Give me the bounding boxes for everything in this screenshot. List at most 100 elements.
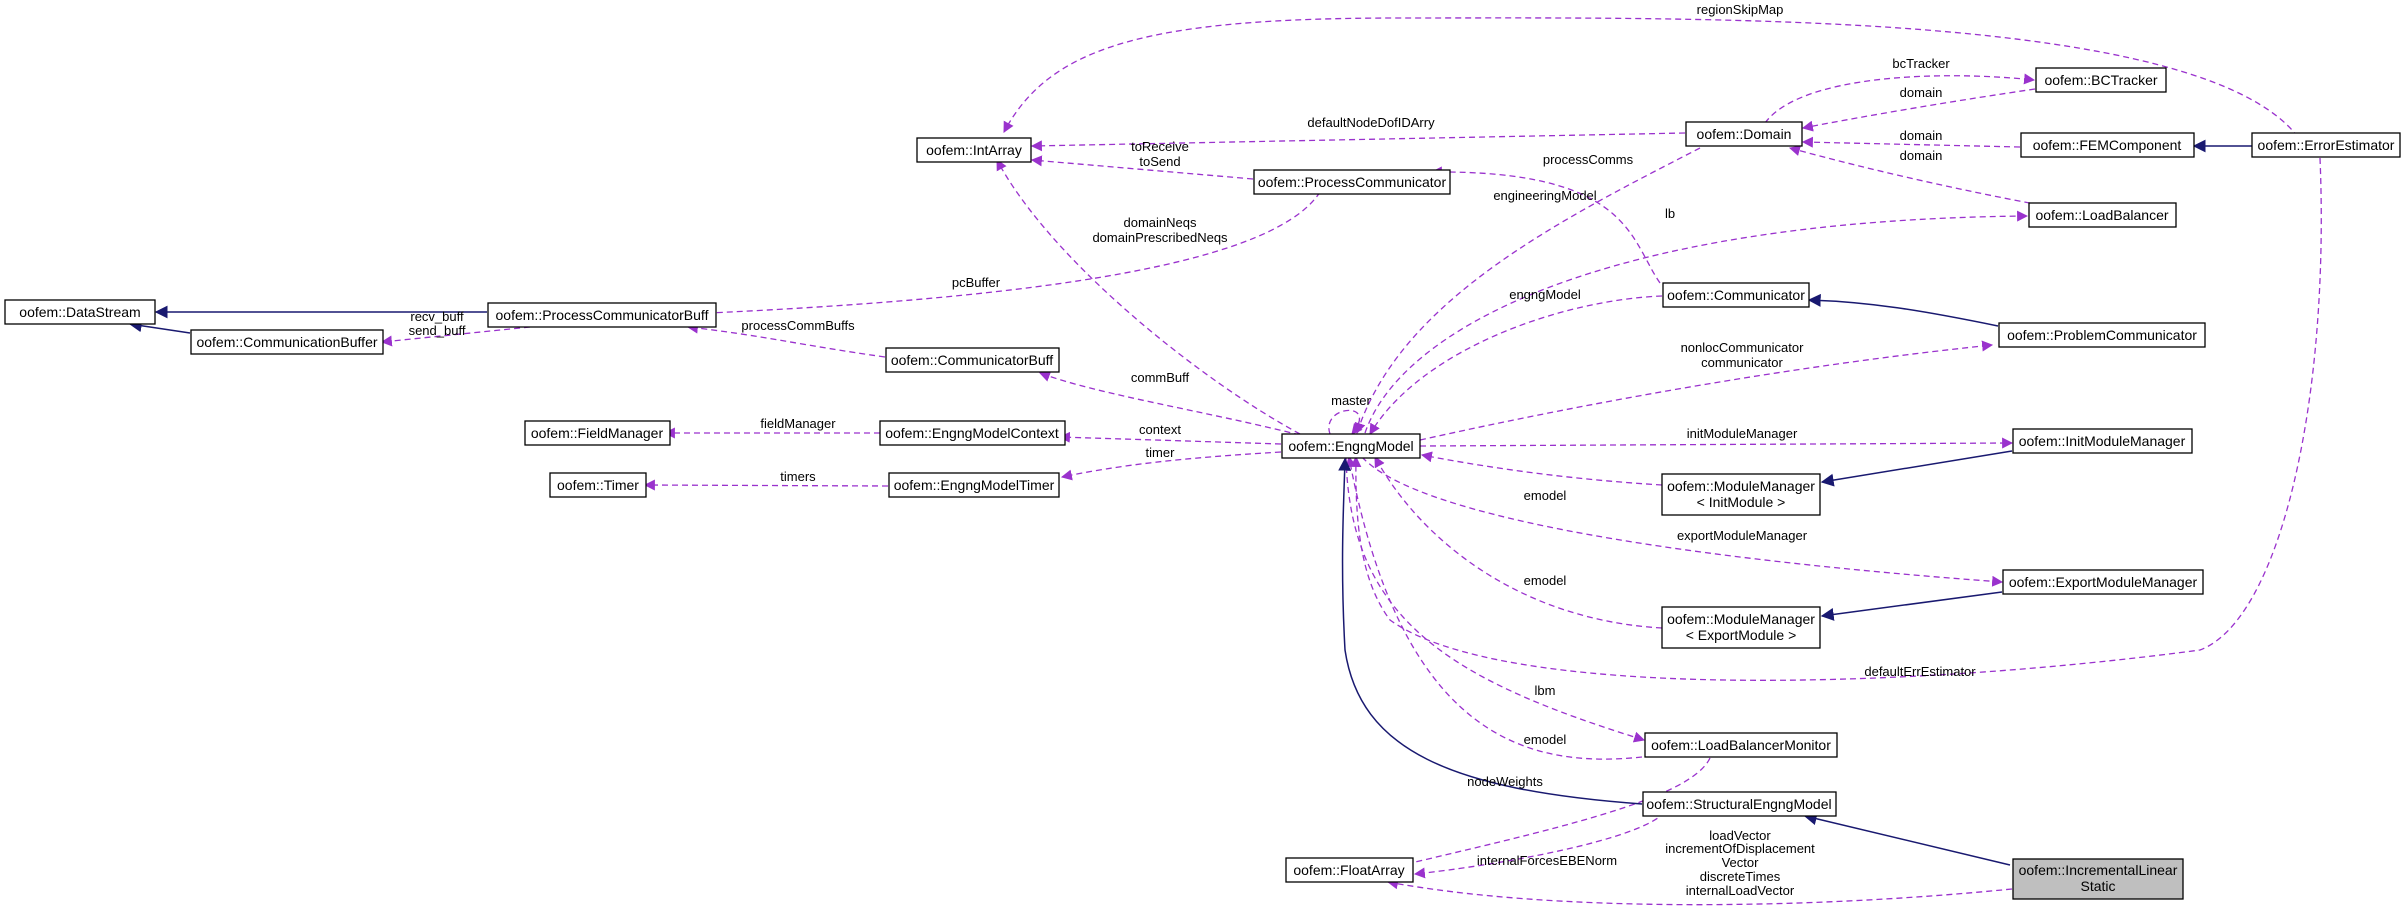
class-node-domain[interactable]: oofem::Domain [1685, 121, 1803, 147]
class-node-label: oofem::EngngModelContext [885, 425, 1059, 441]
class-node-label: < ExportModule > [1686, 627, 1797, 643]
edge-label-lbm: lbm [1535, 683, 1556, 698]
edge-label-defaultNodeDofIDArry: defaultNodeDofIDArry [1307, 115, 1435, 130]
class-node-label: oofem::Timer [557, 477, 639, 493]
class-node-label: oofem::FloatArray [1293, 862, 1404, 878]
edge-inh-structural-incremental [1803, 812, 2011, 866]
class-node-label: oofem::ModuleManager [1667, 478, 1815, 494]
edge-lb [1364, 210, 2029, 434]
class-node-initmodulemanager[interactable]: oofem::InitModuleManager [2012, 428, 2193, 454]
class-node-label: Static [2080, 878, 2115, 894]
edge-emodel1 [1420, 451, 1663, 486]
edge-label-internalLoadVector: internalLoadVector [1686, 883, 1795, 898]
edge-label-timer: timer [1146, 445, 1176, 460]
class-node-label: oofem::IncrementalLinear [2019, 862, 2178, 878]
edge-label-toReceive: toReceive [1131, 139, 1189, 154]
edge-label-domain: domain [1900, 148, 1943, 163]
class-node-engngmodel[interactable]: oofem::EngngModel [1281, 433, 1421, 459]
class-node-modulemanager-initmodule[interactable]: oofem::ModuleManager < InitModule > [1661, 473, 1821, 516]
edge-inh-modulemgr-export [1820, 591, 2003, 621]
class-node-fieldmanager[interactable]: oofem::FieldManager [524, 420, 671, 446]
edge-label-discreteTimes: discreteTimes [1700, 869, 1781, 884]
edge-emodel2 [1374, 456, 1663, 629]
class-node-modulemanager-exportmodule[interactable]: oofem::ModuleManager < ExportModule > [1661, 606, 1821, 649]
class-node-label: oofem::DataStream [19, 304, 140, 320]
edge-label-internalForcesEBENorm: internalForcesEBENorm [1477, 853, 1617, 868]
class-node-label: oofem::CommunicationBuffer [196, 334, 377, 350]
edge-label-defaultErrEstimator: defaultErrEstimator [1864, 664, 1976, 679]
class-node-engngmodelcontext[interactable]: oofem::EngngModelContext [879, 420, 1066, 446]
edge-engngModel [1369, 295, 1663, 435]
edge-bcTracker [1764, 73, 2036, 124]
class-node-intarray[interactable]: oofem::IntArray [916, 137, 1032, 163]
class-node-floatarray[interactable]: oofem::FloatArray [1285, 857, 1414, 883]
edge-inh-modulemgr-init [1820, 450, 2013, 487]
edge-label-engngModel: engngModel [1509, 287, 1581, 302]
class-node-errorestimator[interactable]: oofem::ErrorEstimator [2251, 132, 2401, 158]
class-node-processcommunicator[interactable]: oofem::ProcessCommunicator [1253, 169, 1451, 195]
class-node-problemcommunicator[interactable]: oofem::ProblemCommunicator [1998, 322, 2206, 348]
edge-initModuleManager [1419, 437, 2014, 449]
edge-label-send_buff: send_buff [409, 323, 466, 338]
class-node-label: oofem::EngngModel [1288, 438, 1413, 454]
edge-label-domain: domain [1900, 85, 1943, 100]
class-node-label: oofem::ProblemCommunicator [2007, 327, 2197, 343]
edge-label-master: master [1331, 393, 1371, 408]
class-node-datastream[interactable]: oofem::DataStream [4, 299, 156, 325]
edge-inh-communicator-problem [1807, 293, 1999, 327]
class-node-engngmodeltimer[interactable]: oofem::EngngModelTimer [888, 472, 1060, 498]
class-node-label: oofem::ModuleManager [1667, 611, 1815, 627]
class-node-label: oofem::LoadBalancerMonitor [1651, 737, 1831, 753]
edge-incremental-vectors [1386, 878, 2013, 906]
class-node-loadbalancer[interactable]: oofem::LoadBalancer [2028, 202, 2177, 228]
class-node-communicationbuffer[interactable]: oofem::CommunicationBuffer [190, 329, 384, 355]
class-node-label: oofem::ExportModuleManager [2009, 574, 2198, 590]
class-node-label: oofem::CommunicatorBuff [891, 352, 1053, 368]
edge-defaultErrEstimator [1350, 157, 2322, 681]
edge-label-domainNeqs: domainNeqs [1124, 215, 1197, 230]
class-node-label: oofem::LoadBalancer [2035, 207, 2168, 223]
edge-label-emodel: emodel [1524, 732, 1567, 747]
class-node-label: oofem::EngngModelTimer [894, 477, 1055, 493]
class-node-label: < InitModule > [1697, 494, 1786, 510]
class-node-bctracker[interactable]: oofem::BCTracker [2035, 67, 2167, 93]
edge-label-emodel: emodel [1524, 488, 1567, 503]
edge-label-toSend: toSend [1139, 154, 1180, 169]
edge-nodeWeights [1388, 757, 1711, 872]
class-node-label: oofem::InitModuleManager [2019, 433, 2186, 449]
edge-processComms [1430, 166, 1661, 284]
edge-label-commBuff: commBuff [1131, 370, 1190, 385]
edge-label-fieldManager: fieldManager [760, 416, 836, 431]
class-node-label: oofem::FieldManager [531, 425, 664, 441]
edge-recv-send [380, 326, 531, 347]
class-node-femcomponent[interactable]: oofem::FEMComponent [2020, 132, 2195, 158]
class-node-label: oofem::Communicator [1667, 287, 1805, 303]
edge-timer [1060, 451, 1282, 481]
edge-label-domain: domain [1900, 128, 1943, 143]
edge-inh-cb-datastream [128, 319, 191, 334]
class-node-exportmodulemanager[interactable]: oofem::ExportModuleManager [2002, 569, 2204, 595]
class-node-incrementallinearstatic[interactable]: oofem::IncrementalLinear Static [2012, 858, 2184, 900]
edge-label-lb: lb [1665, 206, 1675, 221]
edge-exportModuleManager [1361, 456, 2004, 587]
edge-domain-femcomponent [1801, 136, 2021, 148]
edge-label-exportModuleManager: exportModuleManager [1677, 528, 1808, 543]
edge-emodel3 [1345, 455, 1643, 760]
edge-commBuff [1038, 371, 1301, 436]
edge-engineeringModel [1354, 147, 1701, 435]
class-node-label: oofem::ErrorEstimator [2258, 137, 2395, 153]
edge-lbm [1345, 456, 1646, 743]
class-node-communicator[interactable]: oofem::Communicator [1662, 282, 1810, 308]
edge-label-incrementOfDisplacement: incrementOfDisplacement [1665, 841, 1815, 856]
edge-toReceive-toSend [1030, 155, 1254, 180]
class-node-communicatorbuff[interactable]: oofem::CommunicatorBuff [885, 347, 1060, 373]
edge-regionSkipMap [1003, 17, 2299, 138]
class-node-timer[interactable]: oofem::Timer [549, 472, 647, 498]
edge-label-processComms: processComms [1543, 152, 1634, 167]
edge-label-timers: timers [780, 469, 816, 484]
class-node-structuralengngmodel[interactable]: oofem::StructuralEngngModel [1642, 791, 1837, 817]
edge-label-processCommBuffs: processCommBuffs [741, 318, 855, 333]
class-node-loadbalancermonitor[interactable]: oofem::LoadBalancerMonitor [1644, 732, 1838, 758]
class-node-processcommunicatorbuff[interactable]: oofem::ProcessCommunicatorBuff [487, 302, 717, 328]
edge-label-pcBuffer: pcBuffer [952, 275, 1001, 290]
